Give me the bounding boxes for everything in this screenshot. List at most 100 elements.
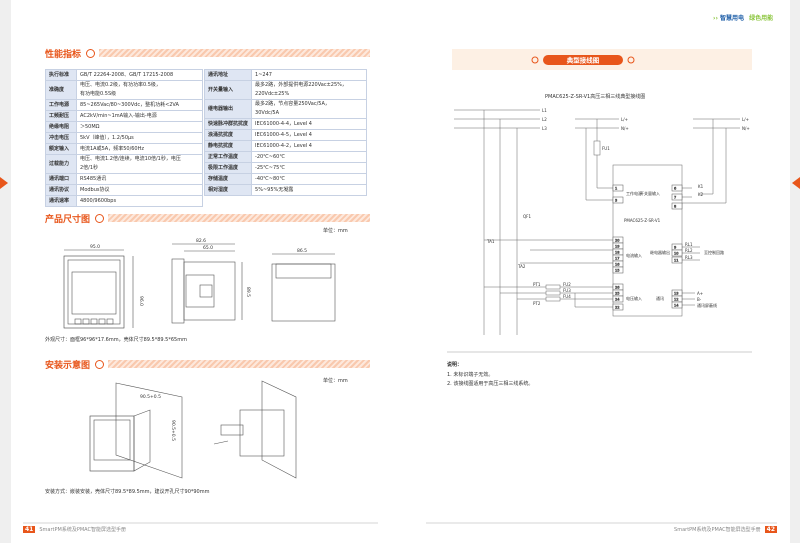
- terminal-number: 14: [674, 303, 679, 307]
- unit-label: 单位：mm: [323, 378, 348, 384]
- terminal-number: 26: [615, 285, 619, 289]
- terminal-number: 13: [674, 291, 678, 295]
- terminal-6: [671, 184, 683, 192]
- terminal-24: [612, 295, 624, 303]
- stripe-decoration: [99, 49, 370, 57]
- spec-value-line: GB/T 22264-2008、GB/T 17215-2008: [80, 71, 174, 78]
- install-drawing-front: 90.5+0.5 90.5+0.5: [89, 382, 183, 479]
- device-model: PMAC625-Z-SR-V1: [624, 218, 661, 223]
- terminal-1: [612, 184, 624, 192]
- stripe-decoration: [108, 360, 370, 368]
- spec-value-line: 电压、电流1.2倍/连续，电流10倍/1秒，电压: [80, 156, 181, 162]
- spec-value: 最多2路，外部提供电源220Vac±25%，220Vdc±25%: [251, 80, 367, 100]
- label-shield: 通讯屏蔽线: [697, 302, 717, 308]
- page-number: 41: [23, 526, 36, 533]
- label-pt1: PT1: [533, 282, 541, 287]
- spec-value-line: 85~265Vac/80~300Vdc，整机功耗<2VA: [80, 101, 179, 108]
- diagram-title: PMAC625-Z-SR-V1高压三相三线典型接线图: [545, 93, 645, 100]
- diagram-section-title: 典型接线图: [567, 56, 600, 65]
- spec-value-line: 2倍/1秒: [80, 165, 99, 171]
- terminal-number: 24: [615, 297, 620, 301]
- terminal-number: 8: [674, 204, 676, 208]
- brand-text-2: 绿色用能: [749, 15, 774, 22]
- spec-value-line: 1~247: [255, 71, 272, 78]
- dim-side-height: 89.5: [245, 287, 251, 297]
- spec-value: 电流1A或5A，频率50/60Hz: [76, 143, 203, 155]
- footer-right: SmartPM系统及PMAC智能屏选型手册 42: [674, 526, 777, 533]
- spec-value-line: 5kV（峰值），1.2/50μs: [80, 134, 134, 141]
- terminal-11: [671, 256, 683, 264]
- dim-side-width-body: 65.0: [203, 245, 213, 251]
- spec-value: 最多2路，节点容量250Vac/5A，30Vdc/5A: [251, 99, 367, 119]
- install-dim-height: 90.5+0.5: [170, 420, 176, 441]
- label-rl2: RL2: [685, 248, 693, 253]
- spec-row: 继电器输出最多2路，节点容量250Vac/5A，30Vdc/5A: [203, 99, 367, 119]
- terminal-number: 9: [674, 245, 676, 249]
- label-k1: K1: [698, 184, 704, 189]
- group-voltage: 电压输入: [626, 295, 642, 301]
- label-l1: L1: [542, 108, 547, 113]
- spec-row: 开关量输入最多2路，外部提供电源220Vac±25%，220Vdc±25%: [203, 80, 367, 100]
- terminal-10: [671, 249, 683, 257]
- spec-key: 正常工作温度: [203, 151, 253, 163]
- spec-value: 电压、电流1.2倍/连续，电流10倍/1秒，电压 2倍/1秒: [76, 154, 203, 174]
- note-2: 2. 该接线图适用于高压三相三线系统。: [447, 381, 534, 387]
- spec-value-line: Modbus协议: [80, 186, 110, 193]
- terminal-number: 18: [615, 250, 619, 254]
- spec-value-line: -40℃~80℃: [255, 175, 285, 182]
- terminal-number: 6: [674, 186, 676, 190]
- terminal-number: 3: [615, 198, 617, 202]
- label-rl3: RL3: [685, 255, 693, 260]
- terminal-number: 17: [615, 256, 619, 260]
- deco-left-icon: [531, 56, 539, 64]
- terminal-number: 7: [674, 195, 676, 199]
- next-page-arrow-icon[interactable]: [792, 177, 800, 189]
- spec-key: 继电器输出: [203, 99, 253, 119]
- dim-front-width: 95.0: [90, 244, 100, 250]
- spec-value-line: IEC61000-4-2，Level 4: [255, 142, 312, 149]
- note-1: 1. 未标识端子无效。: [447, 372, 494, 378]
- terminal-number: 25: [615, 291, 619, 295]
- footer-text: SmartPM系统及PMAC智能屏选型手册: [39, 527, 126, 533]
- dim-top-width: 86.5: [297, 248, 307, 254]
- front-buttons: [74, 318, 114, 325]
- diagram-title-pill: [543, 55, 623, 65]
- right-page: [401, 0, 790, 543]
- spec-value-line: -20℃~60℃: [255, 153, 285, 160]
- spec-value-line: 最多2路，外部提供电源220Vac±25%，: [255, 82, 347, 88]
- spec-value-line: 5%~95%无凝露: [255, 186, 294, 193]
- label-l3: L3: [542, 126, 547, 131]
- label-fu2: FU2: [563, 282, 571, 287]
- spec-value-line: ＞50MΩ: [80, 123, 100, 130]
- terminal-number: 1: [615, 186, 617, 190]
- spec-key: 相对湿度: [203, 184, 253, 196]
- terminal-14: [671, 301, 683, 309]
- spec-value-line: 30Vdc/5A: [255, 110, 280, 116]
- spec-row: 正常工作温度-20℃~60℃: [203, 151, 367, 163]
- front-view-drawing: 95.0 96.0: [63, 244, 144, 329]
- terminal-view-drawing: 86.5: [271, 248, 336, 322]
- prev-page-arrow-icon[interactable]: [0, 177, 8, 189]
- label-pt2: PT2: [533, 301, 541, 306]
- spec-value: 5%~95%无凝露: [251, 184, 367, 196]
- side-view-drawing: 82.6 65.0 89.5: [171, 238, 251, 324]
- unit-label: 单位：mm: [323, 228, 348, 234]
- terminal-number: 11: [674, 258, 678, 262]
- label-n-power: N/+: [621, 126, 629, 131]
- wiring-labels: L1 L2 L3 L/+ N/+ L/+ N/+ FU1 QF1 TA1 TA2…: [486, 108, 750, 308]
- spec-value: 4800/9600bps: [76, 195, 203, 207]
- spec-row: 额定输入电流1A或5A，频率50/60Hz: [45, 143, 203, 155]
- section-icon: [86, 48, 96, 58]
- install-drawing-side: [213, 380, 297, 479]
- spec-key: 开关量输入: [203, 80, 253, 100]
- spec-value-line: RS485通讯: [80, 175, 107, 182]
- group-comm: 通讯: [656, 295, 664, 301]
